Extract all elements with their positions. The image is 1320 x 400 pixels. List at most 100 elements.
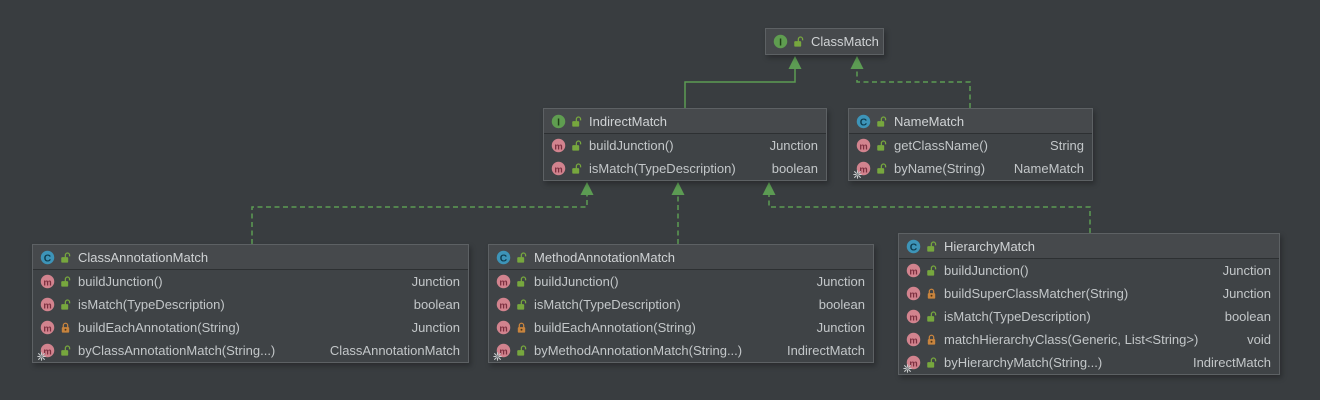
member-row[interactable]: m buildJunction() Junction — [489, 270, 873, 293]
edge-hierarchymatch-implements-indirectmatch[interactable] — [762, 182, 1091, 233]
node-header[interactable]: C ClassAnnotationMatch — [33, 245, 468, 270]
public-lock-icon — [60, 275, 71, 288]
node-header[interactable]: C MethodAnnotationMatch — [489, 245, 873, 270]
method-icon: m — [856, 138, 871, 153]
svg-text:C: C — [44, 253, 52, 264]
svg-text:m: m — [909, 266, 917, 276]
class-name: IndirectMatch — [589, 113, 668, 129]
public-lock-icon — [926, 310, 937, 323]
class-icon: C — [496, 250, 511, 265]
member-signature: isMatch(TypeDescription) — [944, 309, 1091, 324]
svg-text:m: m — [909, 289, 917, 299]
node-header[interactable]: I ClassMatch — [766, 29, 883, 54]
public-lock-icon — [516, 251, 527, 264]
method-icon: m — [493, 343, 511, 361]
node-header[interactable]: C HierarchyMatch — [899, 234, 1279, 259]
class-icon: C — [906, 239, 921, 254]
static-method-overlay-icon — [903, 364, 912, 373]
member-signature: buildJunction() — [78, 274, 163, 289]
svg-text:I: I — [779, 37, 782, 48]
method-icon: m — [496, 274, 511, 289]
method-icon: m — [40, 274, 55, 289]
method-icon: m — [496, 320, 511, 335]
member-return-type: IndirectMatch — [1192, 355, 1271, 370]
member-signature: buildJunction() — [534, 274, 619, 289]
method-icon: m — [551, 138, 566, 153]
member-signature: isMatch(TypeDescription) — [78, 297, 225, 312]
static-method-overlay-icon — [853, 170, 862, 179]
svg-text:m: m — [554, 141, 562, 151]
edge-classannotationmatch-implements-indirectmatch[interactable] — [251, 182, 594, 244]
member-row[interactable]: m buildJunction() Junction — [33, 270, 468, 293]
member-return-type: Junction — [769, 138, 818, 153]
static-method-overlay-icon — [493, 352, 502, 361]
member-return-type: Junction — [816, 320, 865, 335]
svg-text:m: m — [43, 300, 51, 310]
member-signature: buildSuperClassMatcher(String) — [944, 286, 1129, 301]
class-name: NameMatch — [894, 113, 965, 129]
class-icon: C — [856, 114, 871, 129]
edge-methodannotationmatch-implements-indirectmatch[interactable] — [671, 182, 685, 244]
public-lock-icon — [60, 251, 71, 264]
member-return-type: Junction — [816, 274, 865, 289]
node-body: m buildJunction() Junction m isMatch(TypeDes… — [33, 270, 468, 362]
public-lock-icon — [516, 275, 527, 288]
class-node-classannotationmatch[interactable]: C ClassAnnotationMatch m buildJunction() J… — [32, 244, 469, 363]
node-header[interactable]: I IndirectMatch — [544, 109, 826, 134]
public-lock-icon — [571, 162, 582, 175]
member-row[interactable]: m buildEachAnnotation(String) Junction — [489, 316, 873, 339]
svg-text:m: m — [859, 141, 867, 151]
member-signature: getClassName() — [894, 138, 988, 153]
member-signature: byMethodAnnotationMatch(String...) — [534, 343, 743, 358]
member-return-type: NameMatch — [1013, 161, 1084, 176]
edge-indirectmatch-extends-classmatch[interactable] — [684, 56, 802, 108]
member-return-type: Junction — [411, 274, 460, 289]
member-return-type: boolean — [771, 161, 818, 176]
edge-namematch-implements-classmatch[interactable] — [850, 56, 971, 108]
class-node-classmatch[interactable]: I ClassMatch — [765, 28, 884, 55]
member-signature: isMatch(TypeDescription) — [589, 161, 736, 176]
member-return-type: Junction — [1222, 286, 1271, 301]
method-icon: m — [37, 343, 55, 361]
member-signature: byHierarchyMatch(String...) — [944, 355, 1103, 370]
public-lock-icon — [516, 344, 527, 357]
svg-text:m: m — [499, 277, 507, 287]
method-icon: m — [853, 161, 871, 179]
member-return-type: Junction — [411, 320, 460, 335]
svg-text:m: m — [909, 335, 917, 345]
class-icon: C — [40, 250, 55, 265]
svg-text:C: C — [500, 253, 508, 264]
public-lock-icon — [60, 298, 71, 311]
method-icon: m — [906, 332, 921, 347]
member-return-type: boolean — [1224, 309, 1271, 324]
public-lock-icon — [876, 162, 887, 175]
svg-text:m: m — [499, 346, 507, 356]
class-node-methodannotationmatch[interactable]: C MethodAnnotationMatch m buildJunction()… — [488, 244, 874, 363]
member-row[interactable]: m buildSuperClassMatcher(String) Junction — [899, 282, 1279, 305]
node-header[interactable]: C NameMatch — [849, 109, 1092, 134]
method-icon: m — [906, 286, 921, 301]
svg-text:m: m — [43, 346, 51, 356]
member-signature: buildEachAnnotation(String) — [534, 320, 696, 335]
public-lock-icon — [926, 240, 937, 253]
